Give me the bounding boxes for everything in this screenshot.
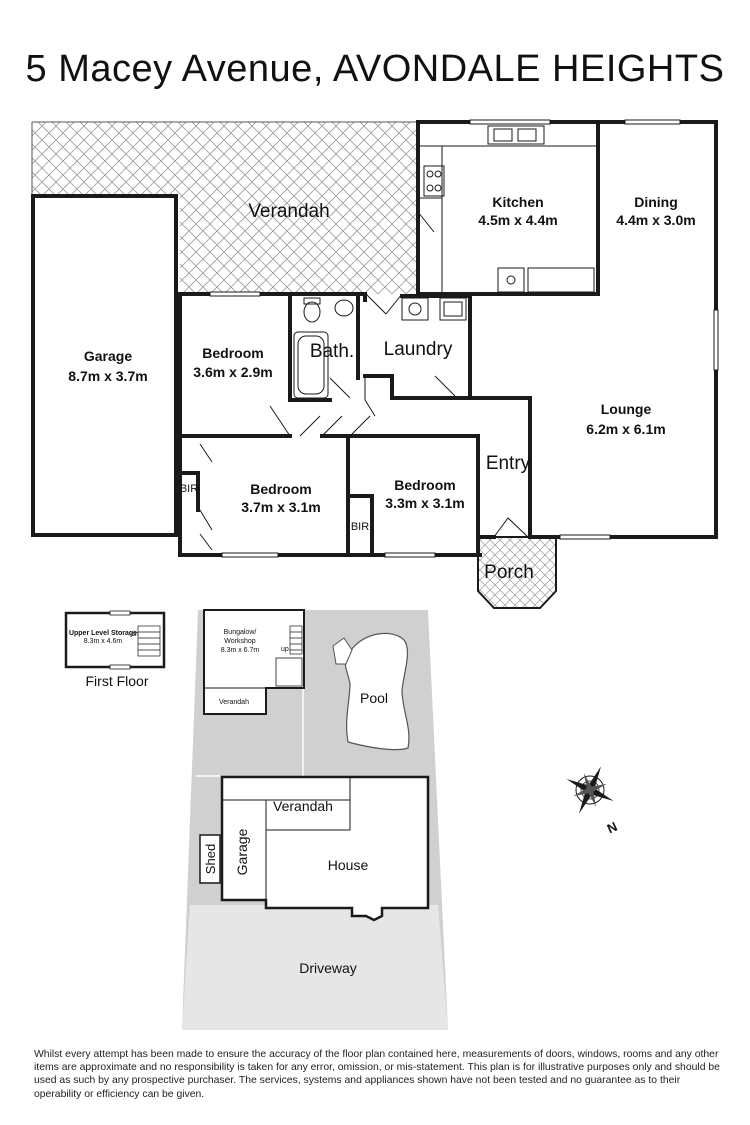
garage-size: 8.7m x 3.7m xyxy=(68,368,147,384)
driveway-area xyxy=(182,905,448,1030)
pool-shape xyxy=(344,632,410,751)
main-floor-plan: Verandah Kitchen 4.5m x 4.4m Dining 4.4m… xyxy=(31,119,719,609)
lounge-label: Lounge xyxy=(601,401,652,417)
disclaimer-text: Whilst every attempt has been made to en… xyxy=(34,1049,720,1100)
windows xyxy=(209,119,719,558)
bath-fixtures xyxy=(293,297,354,399)
bungalow-label-1: Bungalow/ xyxy=(224,629,257,636)
storage-size: 8.3m x 4.6m xyxy=(84,638,123,645)
kitchen-size: 4.5m x 4.4m xyxy=(478,212,557,228)
lounge-size: 6.2m x 6.1m xyxy=(586,421,665,437)
site-shed-label: Shed xyxy=(203,844,218,874)
kitchen-label: Kitchen xyxy=(492,194,543,210)
laundry-fixtures xyxy=(401,297,467,321)
verandah-label: Verandah xyxy=(248,201,329,222)
bungalow-verandah-label: Verandah xyxy=(219,699,249,706)
storage-stair-label: dn xyxy=(131,631,139,638)
laundry-label: Laundry xyxy=(384,339,453,360)
garage-walls xyxy=(31,194,178,537)
bedroom3-label: Bedroom xyxy=(394,477,455,493)
first-floor-plan: Upper Level Storage 8.3m x 4.6m dn First… xyxy=(64,610,166,689)
compass-rose-icon: N xyxy=(566,766,620,837)
shed-block xyxy=(199,834,221,884)
bedroom2-size: 3.7m x 3.1m xyxy=(241,499,320,515)
first-floor-caption: First Floor xyxy=(86,673,149,689)
verandah-area xyxy=(32,122,416,294)
page-title: 5 Macey Avenue, AVONDALE HEIGHTS xyxy=(25,48,725,90)
site-garage-label: Garage xyxy=(234,828,250,875)
storage-label: Upper Level Storage xyxy=(69,630,137,637)
dining-size: 4.4m x 3.0m xyxy=(616,212,695,228)
compass-north-label: N xyxy=(605,819,620,837)
entry-label: Entry xyxy=(486,453,531,474)
bedroom3-size: 3.3m x 3.1m xyxy=(385,495,464,511)
bir2-label: BIR xyxy=(351,521,369,533)
bedroom1-label: Bedroom xyxy=(202,345,263,361)
porch-label: Porch xyxy=(484,562,534,583)
bedroom1-size: 3.6m x 2.9m xyxy=(193,364,272,380)
pool-label: Pool xyxy=(360,690,388,706)
dining-label: Dining xyxy=(634,194,678,210)
garage-label: Garage xyxy=(84,348,132,364)
kitchen-fixtures xyxy=(420,125,596,293)
walls xyxy=(31,120,718,557)
bir1-label: BIR xyxy=(180,483,198,495)
site-verandah-label: Verandah xyxy=(273,798,333,814)
room-labels: Verandah Kitchen 4.5m x 4.4m Dining 4.4m… xyxy=(68,194,695,583)
first-floor-stair xyxy=(137,625,161,657)
driveway-label: Driveway xyxy=(299,960,357,976)
bungalow-label-2: Workshop xyxy=(224,638,255,645)
bungalow-stair-label: up xyxy=(281,646,289,653)
house-block: Verandah House Garage Shed xyxy=(199,775,430,922)
bungalow-block: Bungalow/ Workshop 8.3m x 6.7m up Verand… xyxy=(203,609,305,715)
doors xyxy=(199,211,529,551)
bungalow-size: 8.3m x 6.7m xyxy=(221,647,260,654)
bath-label: Bath. xyxy=(310,341,354,362)
site-plan: Bungalow/ Workshop 8.3m x 6.7m up Verand… xyxy=(182,609,448,1030)
bedroom2-label: Bedroom xyxy=(250,481,311,497)
site-house-label: House xyxy=(328,857,369,873)
